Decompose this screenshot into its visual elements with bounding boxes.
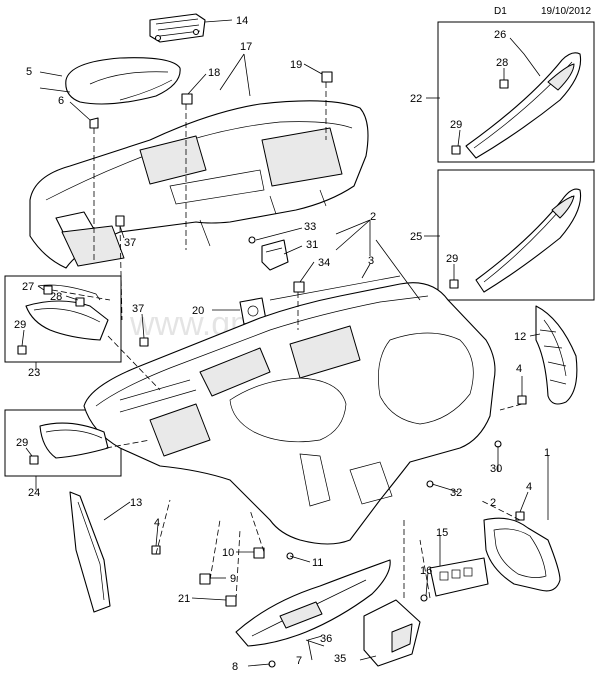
part-25-trim-strip	[475, 188, 582, 293]
part-34-fastener	[293, 281, 305, 293]
part-29-clip-inset-24	[29, 455, 39, 465]
part-4-clip-right-lower	[515, 511, 525, 521]
callout-19: 19	[290, 59, 302, 71]
callout-27: 27	[22, 281, 34, 293]
part-33-screw	[248, 236, 256, 244]
callout-2-upper: 2	[370, 211, 376, 223]
callout-4-center: 4	[154, 517, 160, 529]
callout-7: 7	[296, 655, 302, 667]
leader-lines	[21, 19, 549, 667]
callout-14: 14	[236, 15, 248, 27]
part-35-storage-box	[363, 599, 421, 667]
callout-28-inset-22: 28	[496, 57, 508, 69]
callout-24: 24	[28, 487, 40, 499]
callout-33: 33	[304, 221, 316, 233]
callout-29-inset-25: 29	[446, 253, 458, 265]
callout-31: 31	[306, 239, 318, 251]
callout-35: 35	[334, 653, 346, 665]
part-5-speaker-cover	[65, 57, 181, 105]
callout-26: 26	[494, 29, 506, 41]
part-23-trim	[25, 284, 109, 341]
callout-15: 15	[436, 527, 448, 539]
callout-4-right-lower: 4	[526, 481, 532, 493]
callout-13: 13	[130, 497, 142, 509]
part-10-clip	[253, 547, 265, 559]
part-27-harness	[43, 285, 53, 295]
callout-36: 36	[320, 633, 332, 645]
part-24-trim	[39, 422, 109, 459]
callout-2-lower: 2	[490, 497, 496, 509]
callout-5: 5	[26, 66, 32, 78]
callout-32: 32	[450, 487, 462, 499]
callout-37-upper: 37	[124, 237, 136, 249]
callout-4-right-upper: 4	[516, 363, 522, 375]
inset-box-22	[437, 21, 595, 163]
part-29-clip-upper-inset	[451, 145, 461, 155]
part-28-clip-inset-23	[75, 297, 85, 307]
inset-box-25	[437, 169, 595, 301]
callout-10: 10	[222, 547, 234, 559]
part-14-bracket	[149, 13, 206, 43]
callout-34: 34	[318, 257, 330, 269]
callout-3: 3	[368, 255, 374, 267]
part-28-clip-upper	[499, 79, 509, 89]
part-37-clip-upper	[115, 215, 125, 227]
callout-29-inset-24: 29	[16, 437, 28, 449]
part-7-lower-trim	[235, 559, 391, 647]
part-21-clip	[225, 595, 237, 607]
callout-17: 17	[240, 41, 252, 53]
part-31-bracket	[261, 239, 289, 271]
callout-6: 6	[58, 95, 64, 107]
part-13-side-trim-left	[69, 491, 111, 613]
assembly-dashed-lines	[51, 82, 523, 601]
part-19-fastener	[321, 71, 333, 83]
callout-37-lower: 37	[132, 303, 144, 315]
part-29-clip-inset-23	[17, 345, 27, 355]
part-9-clip	[199, 573, 211, 585]
callout-16: 16	[420, 565, 432, 577]
callout-labels: 14 17 18 19 5 6 37 33 2 31 34 3 20 37 12…	[14, 15, 550, 673]
callout-21: 21	[178, 593, 190, 605]
part-37-clip-lower	[139, 337, 149, 347]
part-15-switch-panel	[429, 557, 489, 597]
callout-8: 8	[232, 661, 238, 673]
callout-11: 11	[312, 557, 323, 569]
part-12-side-support	[535, 305, 578, 405]
part-16-screw	[420, 594, 428, 602]
part-29-clip-inset-25	[449, 279, 459, 289]
callout-29-inset-23: 29	[14, 319, 26, 331]
callout-18: 18	[208, 67, 220, 79]
callout-1: 1	[544, 447, 550, 459]
part-6-clip	[89, 117, 99, 129]
part-2-instrument-panel	[83, 275, 496, 545]
part-17-upper-panel-pad	[29, 100, 369, 269]
part-4-clip-center	[151, 545, 161, 555]
inset-box-23	[4, 275, 122, 363]
callout-20: 20	[192, 305, 204, 317]
part-4-clip-right-upper	[517, 395, 527, 405]
diagram-date: 19/10/2012	[541, 6, 591, 17]
callout-28-inset-23: 28	[50, 291, 62, 303]
callout-9: 9	[230, 573, 236, 585]
callout-22: 22	[410, 93, 422, 105]
callout-29-inset-22: 29	[450, 119, 462, 131]
part-18-fastener	[181, 93, 193, 105]
part-1-cluster-bezel	[483, 517, 561, 592]
callout-12: 12	[514, 331, 526, 343]
part-26-trim-strip-upper	[465, 52, 582, 159]
diagram-code: D1	[494, 6, 507, 17]
callout-25: 25	[410, 231, 422, 243]
callout-23: 23	[28, 367, 40, 379]
callout-30: 30	[490, 463, 502, 475]
